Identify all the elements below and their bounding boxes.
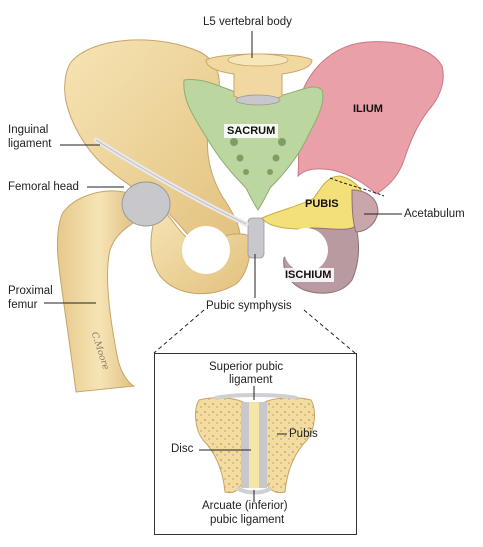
l5-vertebra-shape [205,53,313,101]
proximal-femur-label-line2: femur [8,299,38,311]
inset-right-pubis [264,397,315,494]
zoom-lines [153,309,356,354]
l5-disc [235,94,281,106]
symphysis-cross-section [195,386,315,502]
inguinal-label-line2: ligament [8,138,52,150]
inguinal-label-line1: Inguinal [8,124,49,136]
femoral-head-label: Femoral head [8,181,79,193]
symphysis-inset: Superior pubic ligament Disc Pubis Arcua… [154,353,357,535]
left-obturator-foramen [182,226,230,274]
right-obturator-foramen [284,228,328,272]
ilium-region-label: ILIUM [353,103,383,115]
acetabulum-shape [351,189,379,233]
pubic-symphysis-label: Pubic symphysis [206,300,292,312]
inset-disc-label: Disc [171,443,194,455]
acetabulum-outline [329,177,385,197]
inset-arcuate-label-line1: Arcuate (inferior) [202,500,288,512]
inset-arcuate-label-line2: pubic ligament [210,514,285,526]
pubis-region-label: PUBIS [305,198,339,210]
proximal-femur-label-line1: Proximal [8,285,53,297]
ischium-region-label: ISCHIUM [282,268,335,282]
inset-inferior-ligament [235,486,273,495]
l5-top [227,53,289,67]
acetabulum-label: Acetabulum [404,208,465,220]
inset-disc [249,402,259,488]
leader-lines [44,31,402,304]
l5-label: L5 vertebral body [203,16,292,28]
inset-superior-ligament [214,393,298,400]
sacrum-region-label: SACRUM [224,124,279,138]
inset-leader-lines [199,386,287,502]
inset-pubis-label: Pubis [289,428,318,440]
inset-cartilage-left [241,402,249,488]
inset-superior-label-line1: Superior pubic [209,361,284,373]
inset-superior-label-line2: ligament [229,374,273,386]
femoral-head-shape [121,181,171,227]
inset-left-pubis [195,397,244,494]
sacral-foramina [230,138,286,175]
inset-cartilage-right [259,402,267,488]
pubic-symphysis-shape [247,217,265,259]
ilium-shape [297,41,444,195]
